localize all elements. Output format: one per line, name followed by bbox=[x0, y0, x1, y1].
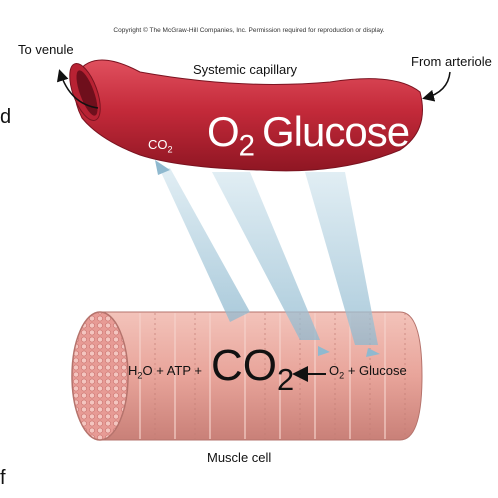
capillary-co2-label: CO2 bbox=[148, 137, 173, 155]
h2o-subscript: 2 bbox=[137, 370, 143, 381]
muscle-cell-label: Muscle cell bbox=[207, 450, 272, 465]
plus-sign-1: + bbox=[156, 363, 164, 378]
copyright-notice: Copyright © The McGraw-Hill Companies, I… bbox=[113, 27, 385, 34]
reaction-products: H2O + ATP + bbox=[128, 363, 202, 381]
edge-fragment-top: d bbox=[0, 106, 12, 128]
h2o-base: H bbox=[128, 363, 138, 378]
co2-base: CO bbox=[148, 137, 168, 152]
plus-sign-2: + bbox=[194, 363, 203, 378]
glucose-arrowhead bbox=[366, 348, 380, 357]
muscle-co2-subscript: 2 bbox=[277, 361, 295, 397]
arteriole-arrow bbox=[422, 71, 451, 102]
glucose-diffusion-band bbox=[305, 172, 378, 345]
capillary-glucose-label: Glucose bbox=[262, 108, 410, 155]
co2-diffusion-band bbox=[160, 168, 250, 322]
o2-base: O bbox=[207, 108, 240, 155]
systemic-capillary-label: Systemic capillary bbox=[193, 62, 298, 77]
co2-arrowhead bbox=[155, 160, 170, 175]
venule-arrow bbox=[56, 69, 99, 109]
atp-label: ATP bbox=[166, 363, 191, 378]
muscle-o2-subscript: 2 bbox=[339, 370, 345, 381]
muscle-cell bbox=[71, 311, 423, 441]
o2-subscript: 2 bbox=[238, 129, 255, 163]
from-arteriole-label: From arteriole bbox=[411, 54, 492, 69]
co2-subscript: 2 bbox=[167, 144, 173, 155]
edge-fragment-bottom: f bbox=[0, 467, 6, 489]
o2-arrowhead bbox=[318, 346, 330, 356]
plus-sign-3: + bbox=[347, 363, 356, 378]
muscle-co2-label: CO2 bbox=[211, 341, 294, 398]
h2o-end: O bbox=[142, 363, 153, 378]
muscle-glucose-label: Glucose bbox=[359, 363, 407, 378]
reaction-reactants: O2 + Glucose bbox=[329, 363, 407, 381]
o2-diffusion-band bbox=[212, 172, 320, 340]
capillary-o2-label: O2 bbox=[207, 108, 255, 163]
to-venule-label: To venule bbox=[18, 42, 74, 57]
muscle-o2-base: O bbox=[329, 363, 340, 378]
muscle-co2-base: CO bbox=[211, 341, 277, 390]
